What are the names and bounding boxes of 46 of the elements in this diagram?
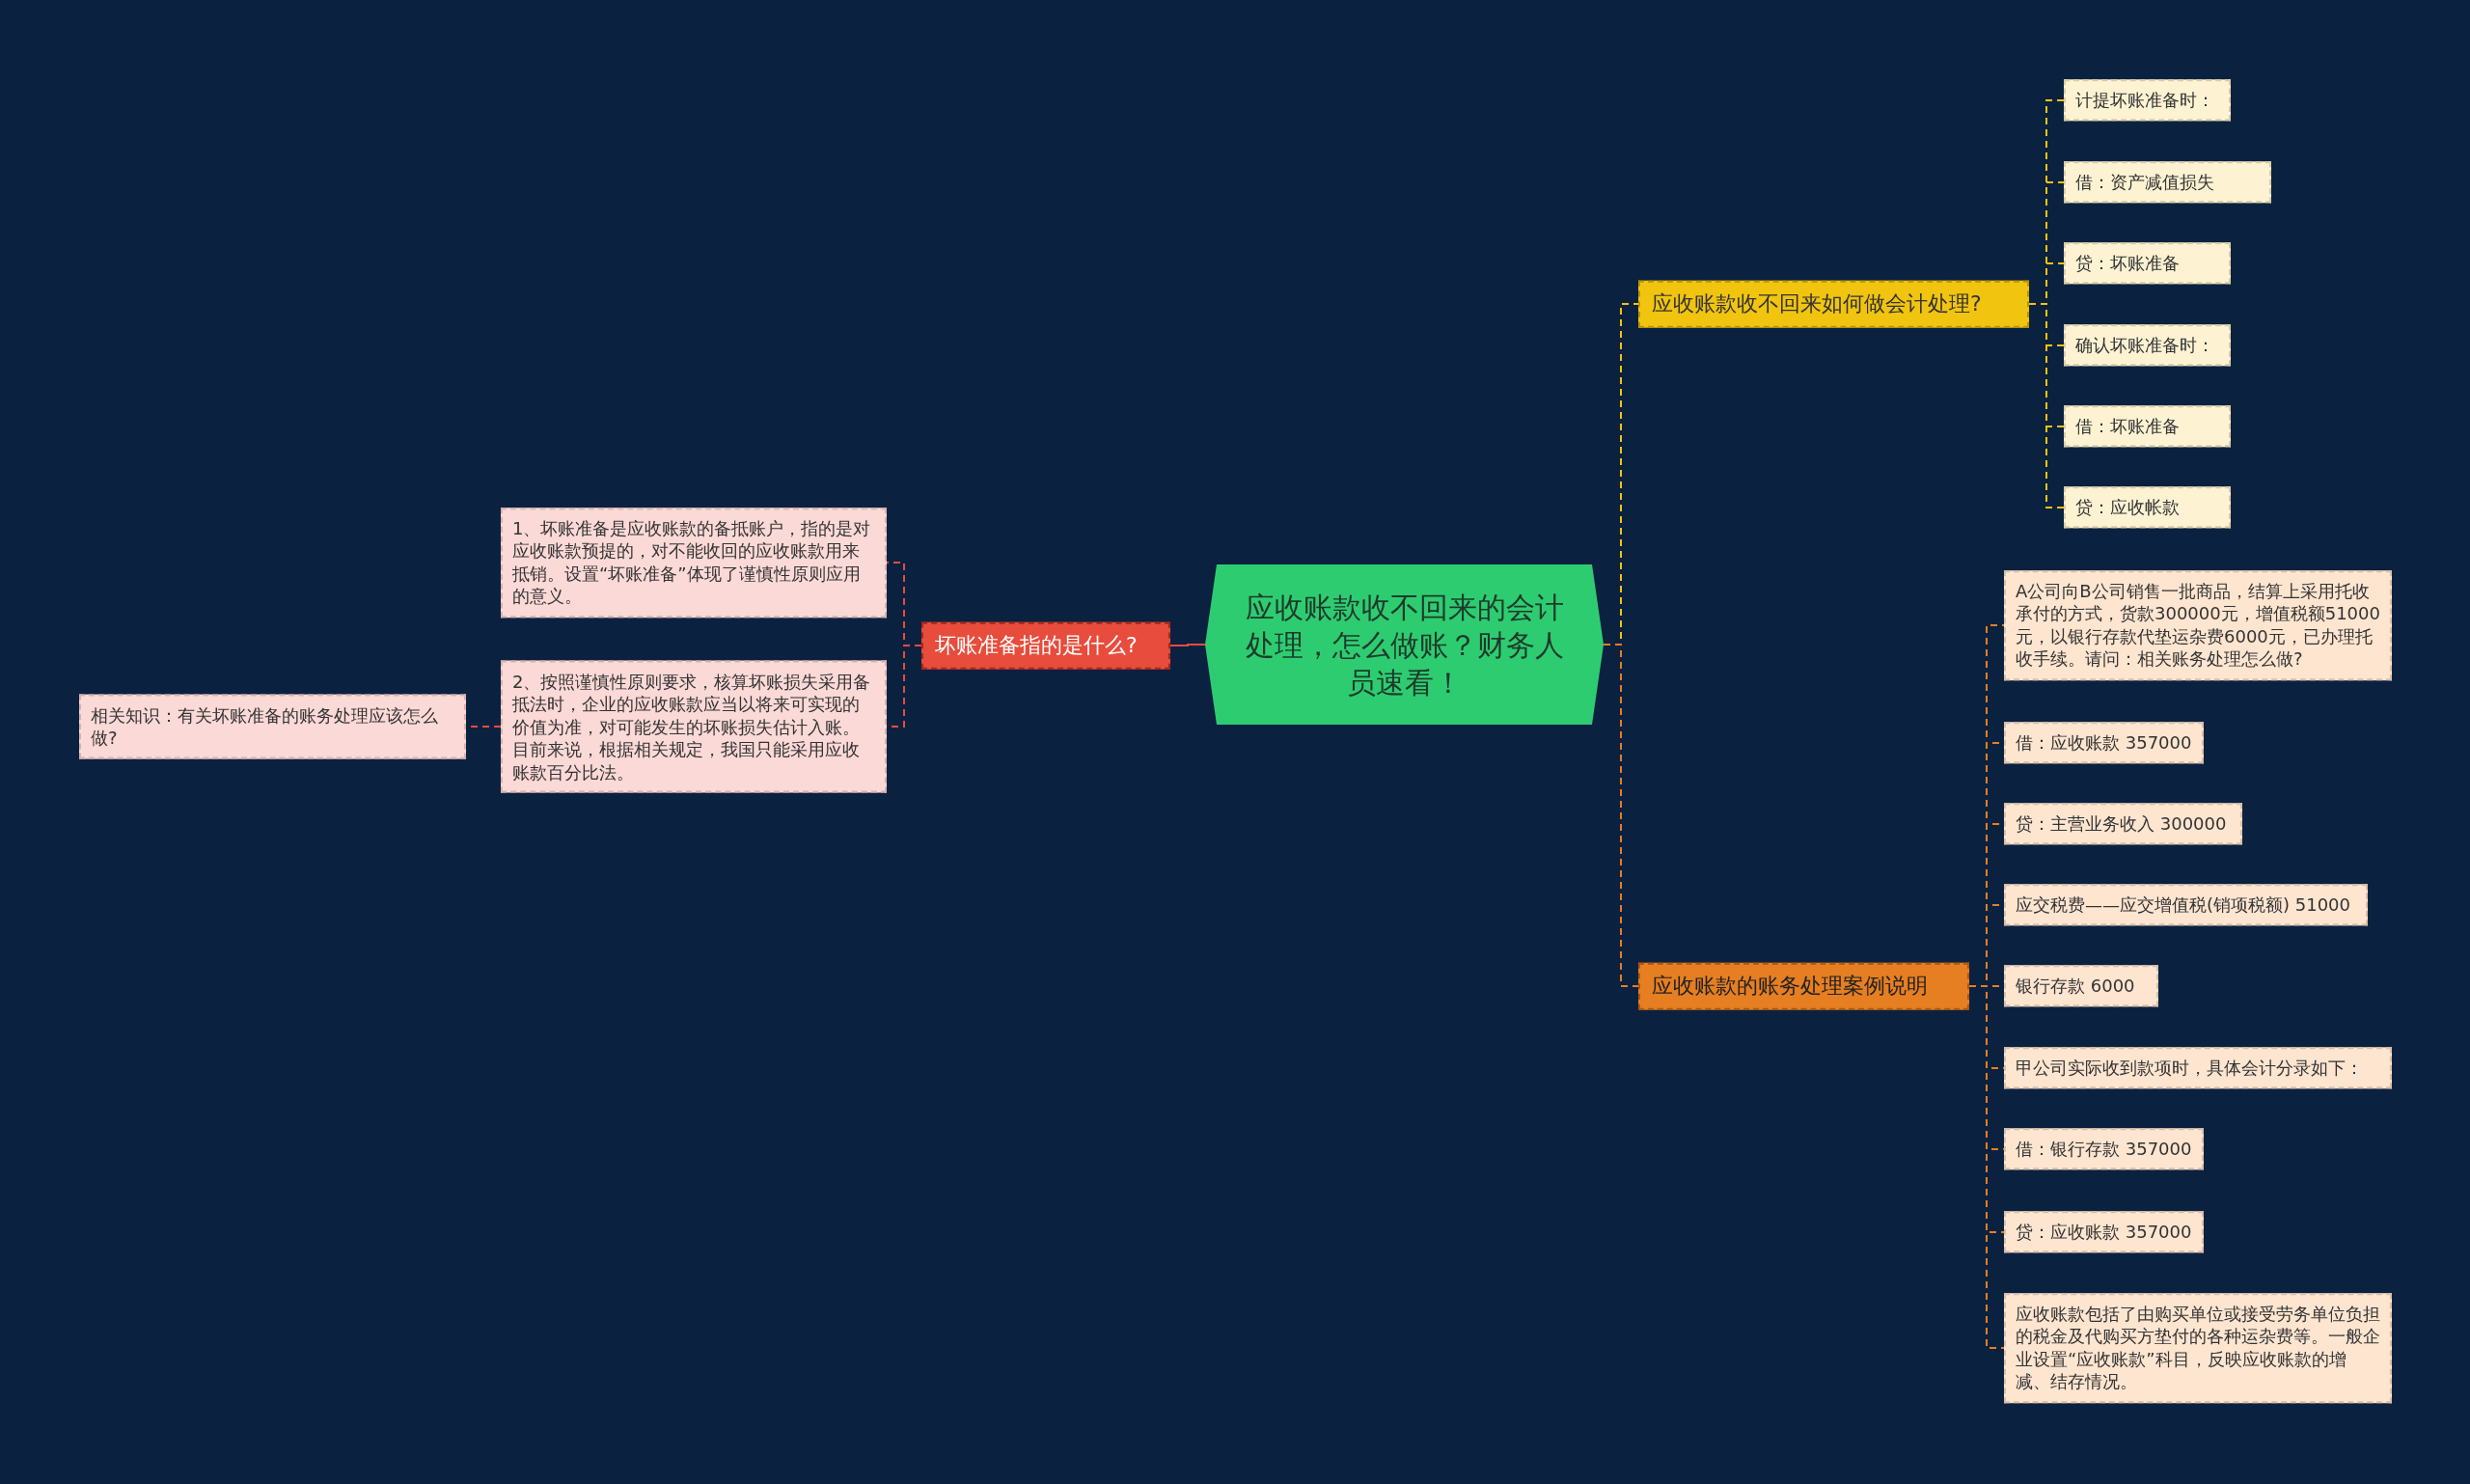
topic-text: A公司向B公司销售一批商品，结算上采用托收承付的方式，货款300000元，增值税额51000元，以银行存款代垫运杂费6000元，已办理托收手续。请问：相关账务处理怎么做? — [2016, 580, 2380, 671]
topic-text: 银行存款 6000 — [2016, 975, 2136, 998]
topic-box — [2064, 324, 2231, 367]
topic-text: 甲公司实际收到款项时，具体会计分录如下： — [2016, 1057, 2364, 1080]
topic-text: 相关知识：有关坏账准备的账务处理应该怎么做? — [91, 703, 439, 750]
topic-box — [921, 621, 1170, 670]
topic-text: 贷：坏账准备 — [2075, 252, 2181, 275]
topic-box — [79, 694, 466, 759]
topic-text: 应交税费——应交增值税(销项税额) 51000 — [2016, 893, 2352, 917]
topic-text: 2、按照谨慎性原则要求，核算坏账损失采用备抵法时，企业的应收账款应当以将来可实现的价值为准，对可能发生的坏账损失估计入账。目前来说，根据相关规定，我国只能采用应收账款百分比法。 — [512, 670, 872, 783]
topic-text: 借：资产减值损失 — [2075, 171, 2215, 194]
topic-box — [2004, 803, 2242, 845]
topic-text: 借：坏账准备 — [2075, 415, 2181, 438]
topic-text: 1、坏账准备是应收账款的备抵账户，指的是对应收账款预提的，对不能收回的应收账款用来抵销。设置“坏账准备”体现了谨慎性原则应用的意义。 — [512, 517, 872, 608]
topic-box — [1638, 280, 2029, 328]
connector-line — [1169, 644, 1206, 646]
topic-box — [501, 508, 887, 618]
topic-text: 借：银行存款 357000 — [2016, 1138, 2192, 1161]
topic-box — [2004, 1293, 2392, 1403]
topic-text: 应收账款收不回来的会计处理，怎么做账？财务人员速看！ — [1244, 589, 1565, 701]
topic-box — [2004, 570, 2392, 680]
topic-box — [2004, 1211, 2204, 1253]
topic-text: 确认坏账准备时： — [2075, 334, 2215, 357]
topic-box — [2004, 722, 2204, 764]
topic-text: 应收账款收不回来如何做会计处理? — [1652, 289, 1983, 317]
topic-box — [2004, 1128, 2204, 1170]
topic-text: 计提坏账准备时： — [2075, 89, 2215, 112]
topic-box — [2004, 884, 2368, 926]
connector-line — [1603, 644, 1639, 987]
topic-box — [2064, 79, 2231, 122]
topic-text: 坏账准备指的是什么? — [935, 631, 1139, 659]
topic-text: 贷：应收账款 357000 — [2016, 1221, 2192, 1244]
topic-box — [2004, 965, 2158, 1007]
topic-box — [2064, 405, 2231, 448]
topic-box — [501, 660, 887, 793]
topic-text: 应收账款包括了由购买单位或接受劳务单位负担的税金及代购买方垫付的各种运杂费等。一般企业设置“应收账款”科目，反映应收账款的增减、结存情况。 — [2016, 1303, 2380, 1393]
connector-line — [2028, 303, 2065, 508]
topic-text: 应收账款的账务处理案例说明 — [1652, 972, 1929, 1000]
topic-box — [2064, 161, 2271, 204]
topic-text: 贷：应收帐款 — [2075, 496, 2181, 519]
topic-box — [2064, 242, 2231, 285]
topic-text: 贷：主营业务收入 300000 — [2016, 812, 2228, 836]
topic-box — [2004, 1047, 2392, 1089]
topic-text: 借：应收账款 357000 — [2016, 731, 2192, 755]
topic-box — [2064, 486, 2231, 529]
topic-box — [1638, 962, 1969, 1010]
